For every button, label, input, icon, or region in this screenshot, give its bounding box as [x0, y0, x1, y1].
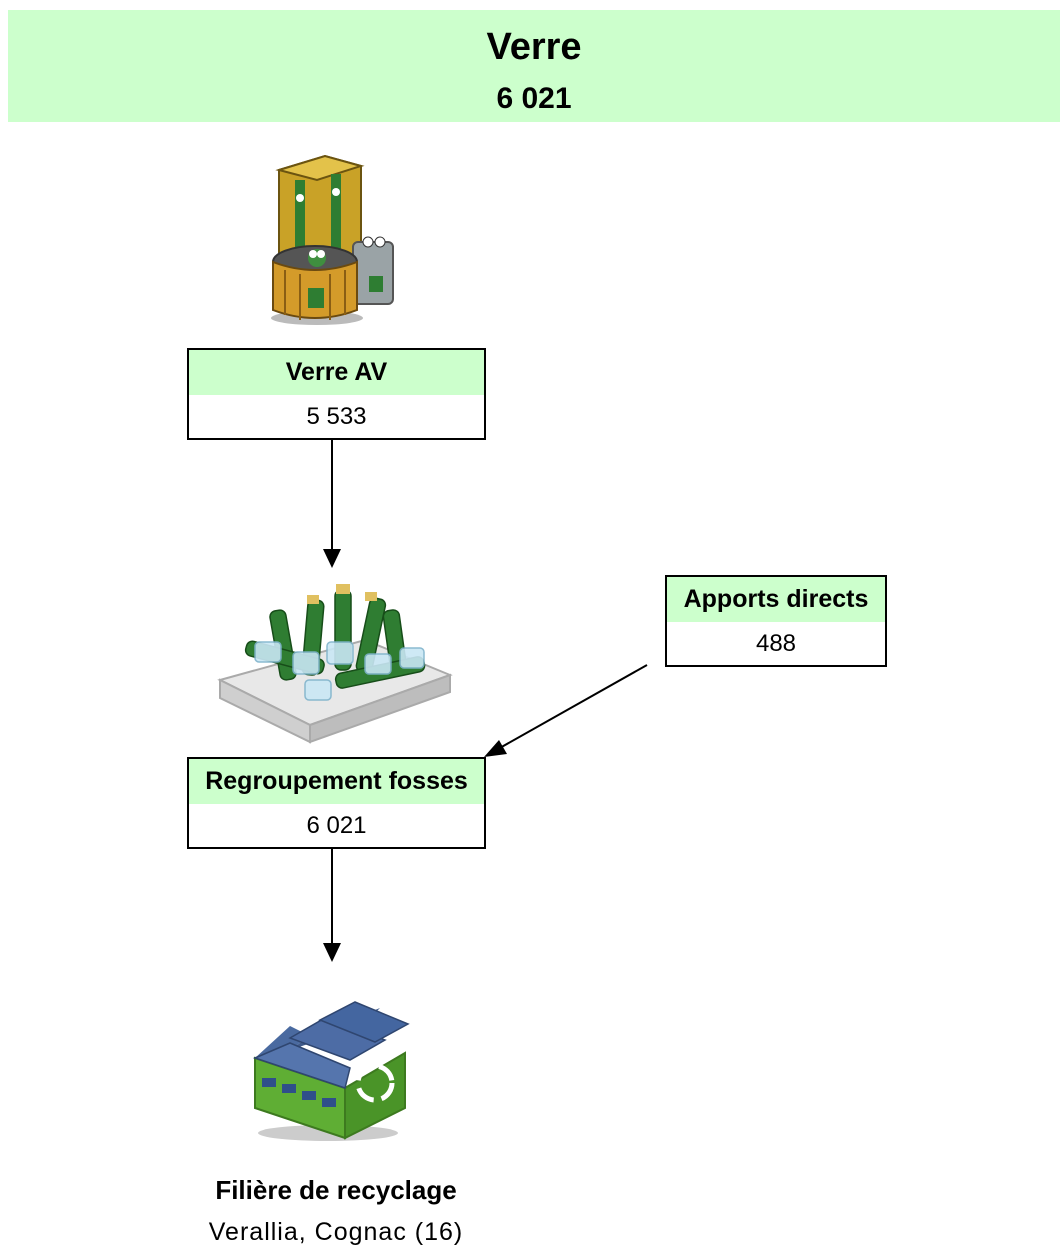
node-verre-av: Verre AV 5 533 — [187, 348, 486, 440]
destination-title: Filière de recyclage — [215, 1175, 457, 1205]
node-apports-directs-label: Apports directs — [667, 577, 885, 622]
node-verre-av-label: Verre AV — [189, 350, 484, 395]
arrowhead-regroup — [323, 943, 341, 962]
arrowhead-apports — [484, 740, 507, 757]
glass-collection-bins-icon — [265, 150, 400, 330]
node-apports-directs: Apports directs 488 — [665, 575, 887, 667]
node-apports-directs-value: 488 — [755, 630, 797, 657]
recycling-factory-icon — [250, 998, 410, 1143]
page-title: Verre — [486, 26, 582, 68]
node-regroupement-value: 6 021 — [306, 812, 367, 839]
arrow-apports-to-regroup — [497, 664, 648, 750]
node-regroupement-label: Regroupement fosses — [189, 759, 484, 804]
arrowhead-verre — [323, 549, 341, 568]
node-regroupement-fosses: Regroupement fosses 6 021 — [187, 757, 486, 849]
destination-subtitle: Verallia, Cognac (16) — [208, 1218, 464, 1246]
header-banner: Verre 6 021 — [8, 10, 1060, 122]
glass-bottles-crate-icon — [215, 580, 455, 745]
node-verre-av-value: 5 533 — [306, 403, 367, 430]
total-value: 6 021 — [496, 82, 572, 115]
